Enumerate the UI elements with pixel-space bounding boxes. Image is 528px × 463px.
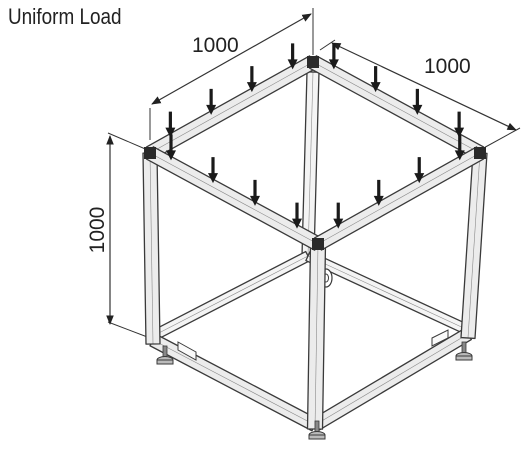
joint-top-left — [144, 147, 156, 159]
top-frame — [145, 55, 485, 251]
post-right — [460, 151, 488, 340]
bottom-front-right-rail — [311, 327, 472, 432]
bottom-back-left-rail — [150, 250, 311, 342]
post-left — [142, 152, 161, 345]
joint-top-back — [307, 56, 319, 68]
leveling-foot-icon — [455, 341, 473, 361]
load-arrow-icon — [370, 66, 381, 93]
bottom-front-left-rail — [149, 333, 319, 432]
joint-top-front — [312, 238, 324, 250]
load-arrow-icon — [454, 111, 465, 138]
corner-joints — [144, 56, 486, 250]
depth-label: 1000 — [424, 55, 471, 78]
mounting-plate-left — [177, 341, 197, 361]
leveling-foot-icon — [308, 420, 326, 440]
post-front — [306, 243, 327, 430]
load-arrow-icon — [166, 134, 176, 161]
mounting-plate-right — [431, 329, 449, 347]
load-arrow-icon — [206, 88, 217, 115]
load-arrow-icon — [373, 179, 384, 206]
leveling-foot-icon — [156, 345, 174, 365]
load-arrow-icon — [292, 202, 302, 229]
load-arrow-icon — [412, 88, 423, 115]
bottom-frame — [149, 327, 472, 432]
load-arrow-icon — [414, 157, 425, 184]
load-arrow-icon — [250, 179, 260, 206]
load-arrows — [165, 43, 465, 229]
dimension-width: 1000 — [149, 8, 314, 140]
bottom-back-right-rail — [305, 250, 471, 336]
joint-top-right — [474, 147, 486, 159]
load-arrow-icon — [328, 43, 339, 70]
dimension-height: 1000 — [86, 132, 151, 339]
load-arrow-icon — [246, 66, 257, 93]
height-label: 1000 — [86, 207, 109, 254]
load-arrow-icon — [287, 43, 298, 70]
top-rail-front-left — [146, 146, 322, 251]
load-arrow-icon — [454, 134, 465, 161]
leveling-feet — [156, 341, 473, 440]
back-frame — [150, 71, 471, 342]
load-arrow-icon — [208, 157, 218, 184]
width-label: 1000 — [192, 34, 239, 57]
diagram-title: Uniform Load — [8, 4, 122, 29]
top-rail-front-right — [313, 146, 485, 251]
load-arrow-icon — [333, 202, 344, 229]
dimension-depth: 1000 — [319, 39, 521, 151]
load-arrow-icon — [165, 111, 176, 138]
